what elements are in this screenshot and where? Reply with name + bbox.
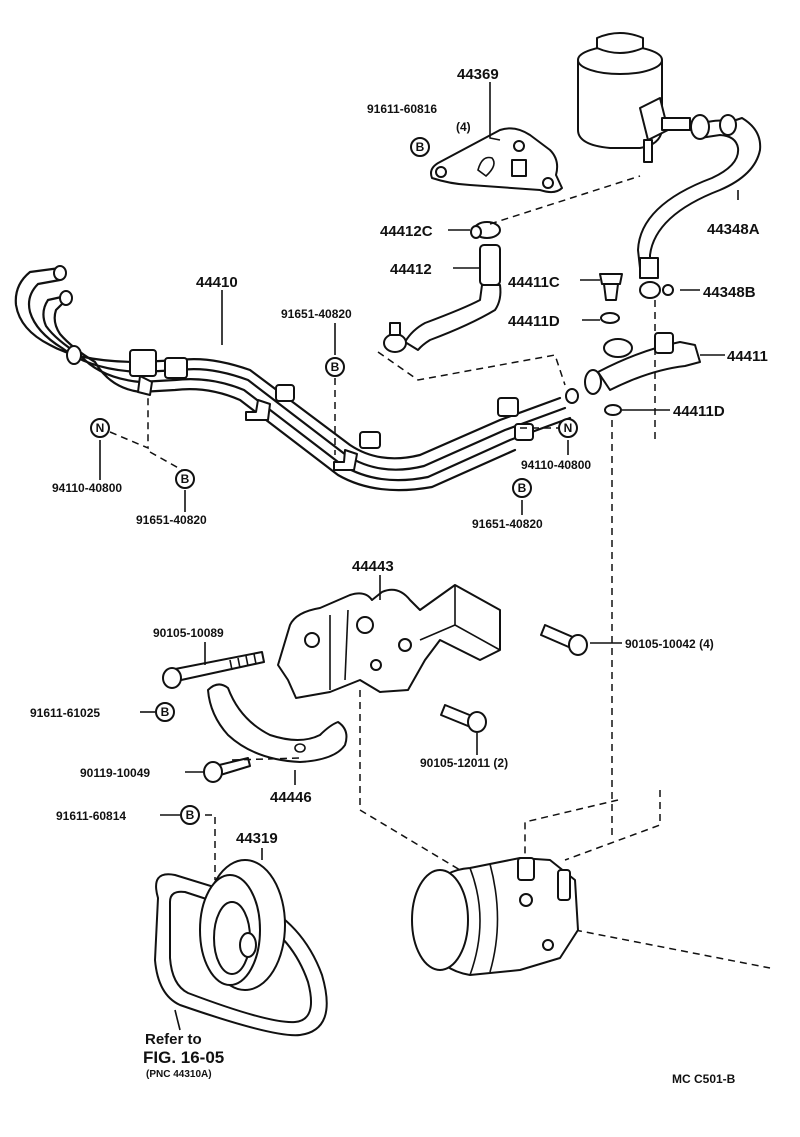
label-44369: 44369 xyxy=(457,66,499,83)
label-qty-4-top: (4) xyxy=(456,120,471,134)
label-44319: 44319 xyxy=(236,830,278,847)
bolt-90105-10042 xyxy=(540,624,588,656)
svg-text:B: B xyxy=(181,472,190,486)
badge-b-91611-61025: B xyxy=(155,702,175,722)
bolt-90105-10089 xyxy=(162,651,265,689)
badge-b-91611-60814: B xyxy=(180,805,200,825)
label-figure-code: MC C501-B xyxy=(672,1072,736,1086)
svg-text:B: B xyxy=(186,808,195,822)
pressure-hose-44411 xyxy=(584,273,701,416)
dash-hose-tube xyxy=(377,351,566,386)
label-pnc-44310a: (PNC 44310A) xyxy=(146,1069,212,1080)
badge-b-91651-40820-right: B xyxy=(512,478,532,498)
badge-b-91611-60816: B xyxy=(410,137,430,157)
reservoir-hose xyxy=(637,114,762,279)
dash-pump-right xyxy=(564,790,661,861)
badge-b-91651-40820-top: B xyxy=(325,357,345,377)
svg-text:N: N xyxy=(564,421,573,435)
label-44443: 44443 xyxy=(352,558,394,575)
svg-text:B: B xyxy=(331,360,340,374)
power-steering-pump xyxy=(411,857,579,976)
svg-text:B: B xyxy=(161,705,170,719)
clamp-44412C xyxy=(470,221,501,239)
dash-pump-top xyxy=(524,799,619,858)
dash-bracket-pump xyxy=(359,690,461,871)
adjusting-bar-44446 xyxy=(207,683,348,763)
bracket-44369 xyxy=(430,127,563,194)
reservoir-tank xyxy=(577,32,691,163)
part-labels: 44369 91611-60816 (4) 44412C 44412 44410… xyxy=(30,66,768,1086)
label-44348B: 44348B xyxy=(703,284,756,301)
label-44412: 44412 xyxy=(390,261,432,278)
dash-pump-shaft xyxy=(574,929,771,969)
label-90119-10049: 90119-10049 xyxy=(80,766,150,780)
label-44412C: 44412C xyxy=(380,223,433,240)
label-fig-16-05: FIG. 16-05 xyxy=(143,1048,224,1067)
label-90105-12011: 90105-12011 (2) xyxy=(420,756,508,770)
label-refer-to: Refer to xyxy=(145,1031,202,1048)
label-90105-10089: 90105-10089 xyxy=(153,626,224,640)
label-91611-60814: 91611-60814 xyxy=(56,809,126,823)
badge-n-94110-40800-left: N xyxy=(90,418,110,438)
pulley-44319 xyxy=(199,859,286,991)
label-44411D-bottom: 44411D xyxy=(673,403,725,420)
label-90105-10042: 90105-10042 (4) xyxy=(625,637,714,651)
dash-left-bolt xyxy=(149,451,183,471)
bolt-90105-12011 xyxy=(440,704,487,733)
label-94110-40800-left: 94110-40800 xyxy=(52,481,122,495)
label-94110-40800-right: 94110-40800 xyxy=(521,458,591,472)
dash-bracket-reservoir xyxy=(489,175,641,225)
label-44411D-top: 44411D xyxy=(508,313,560,330)
svg-text:B: B xyxy=(416,140,425,154)
label-91651-40820-top: 91651-40820 xyxy=(281,307,352,321)
return-hose-44412 xyxy=(383,244,502,353)
pressure-tube-44410 xyxy=(14,265,579,492)
bolt-90119-10049 xyxy=(203,757,251,783)
dash-left-nut xyxy=(109,398,149,450)
label-91651-40820-right: 91651-40820 xyxy=(472,517,543,531)
svg-text:N: N xyxy=(96,421,105,435)
label-44411: 44411 xyxy=(727,348,768,365)
label-91651-40820-left: 91651-40820 xyxy=(136,513,207,527)
label-44410: 44410 xyxy=(196,274,238,291)
leader-lines xyxy=(99,82,739,1031)
bracket-44443 xyxy=(277,584,501,699)
dash-pulley-washer xyxy=(205,814,216,880)
label-44348A: 44348A xyxy=(707,221,760,238)
label-44446: 44446 xyxy=(270,789,312,806)
svg-text:B: B xyxy=(518,481,527,495)
badge-n-94110-40800-right: N xyxy=(558,418,578,438)
badge-b-91651-40820-left: B xyxy=(175,469,195,489)
label-91611-61025: 91611-61025 xyxy=(30,706,100,720)
label-91611-60816: 91611-60816 xyxy=(367,102,437,116)
label-44411C: 44411C xyxy=(508,274,560,291)
